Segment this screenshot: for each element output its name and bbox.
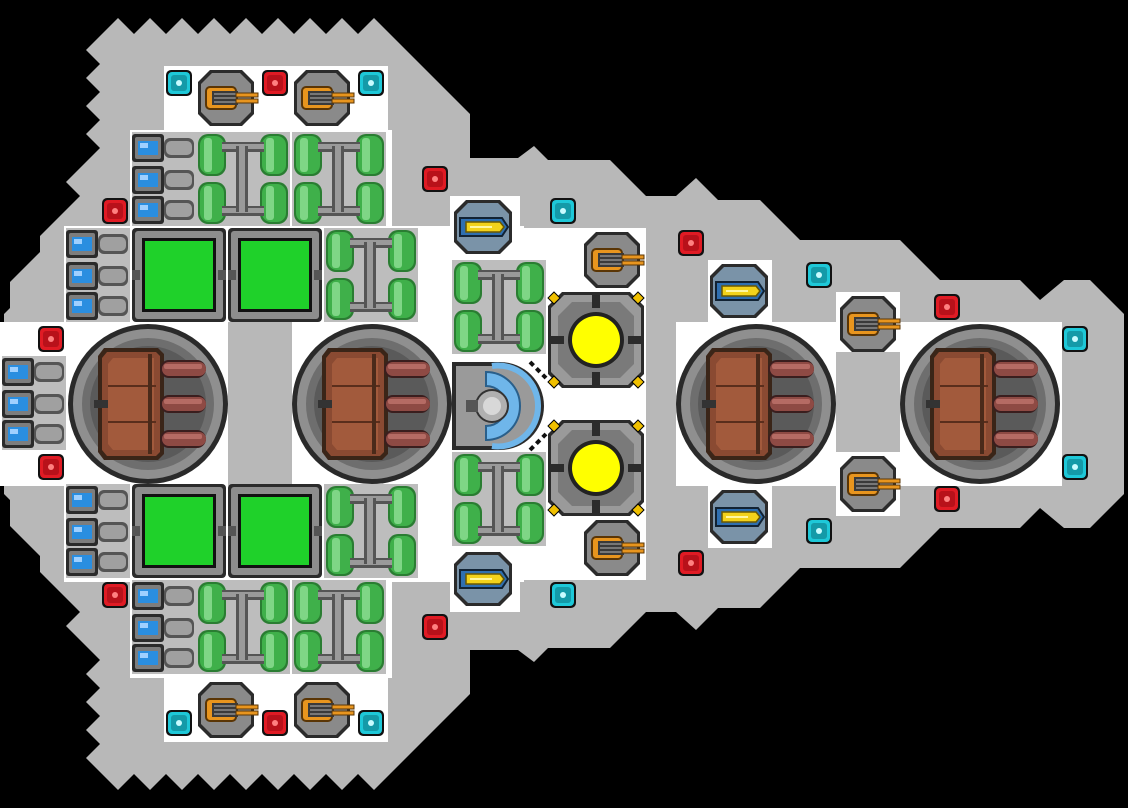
round-thruster-icon[interactable] — [675, 323, 837, 485]
connector-node-icon[interactable] — [358, 70, 384, 96]
connector-node-icon[interactable] — [806, 518, 832, 544]
cockpit-icon[interactable] — [452, 360, 548, 452]
connector-node-icon[interactable] — [38, 454, 64, 480]
round-thruster-icon[interactable] — [291, 323, 453, 485]
green-tank-icon[interactable] — [324, 484, 418, 578]
round-thruster-icon[interactable] — [899, 323, 1061, 485]
connector-node-icon[interactable] — [934, 486, 960, 512]
corridor-left — [228, 322, 292, 486]
cannon-turret-icon[interactable] — [197, 69, 259, 127]
connector-node-icon[interactable] — [262, 710, 288, 736]
gyroscope-icon[interactable] — [709, 263, 769, 319]
green-tank-icon[interactable] — [292, 580, 386, 674]
corridor-right — [836, 352, 900, 452]
connector-node-icon[interactable] — [1062, 454, 1088, 480]
cannon-turret-icon[interactable] — [583, 519, 645, 577]
battery-stack-icon[interactable] — [132, 580, 196, 674]
cannon-turret-icon[interactable] — [839, 295, 901, 353]
connector-node-icon[interactable] — [422, 166, 448, 192]
connector-node-icon[interactable] — [358, 710, 384, 736]
connector-node-icon[interactable] — [102, 198, 128, 224]
green-panel-icon[interactable] — [228, 484, 322, 578]
connector-node-icon[interactable] — [678, 550, 704, 576]
cannon-turret-icon[interactable] — [197, 681, 259, 739]
battery-stack-icon[interactable] — [132, 132, 196, 226]
connector-node-icon[interactable] — [422, 614, 448, 640]
green-tank-icon[interactable] — [196, 132, 290, 226]
reactor-core-icon[interactable] — [547, 291, 645, 389]
cannon-turret-icon[interactable] — [839, 455, 901, 513]
connector-node-icon[interactable] — [102, 582, 128, 608]
green-tank-icon[interactable] — [196, 580, 290, 674]
cannon-turret-icon[interactable] — [293, 69, 355, 127]
connector-node-icon[interactable] — [550, 198, 576, 224]
connector-node-icon[interactable] — [678, 230, 704, 256]
gyroscope-icon[interactable] — [453, 551, 513, 607]
connector-node-icon[interactable] — [934, 294, 960, 320]
cannon-turret-icon[interactable] — [293, 681, 355, 739]
green-panel-icon[interactable] — [228, 228, 322, 322]
connector-node-icon[interactable] — [38, 326, 64, 352]
reactor-core-icon[interactable] — [547, 419, 645, 517]
green-tank-icon[interactable] — [292, 132, 386, 226]
connector-node-icon[interactable] — [1062, 326, 1088, 352]
connector-node-icon[interactable] — [166, 710, 192, 736]
battery-stack-icon[interactable] — [66, 484, 130, 578]
gyroscope-icon[interactable] — [453, 199, 513, 255]
green-panel-icon[interactable] — [132, 228, 226, 322]
green-tank-icon[interactable] — [452, 452, 546, 546]
cannon-turret-icon[interactable] — [583, 231, 645, 289]
green-tank-icon[interactable] — [324, 228, 418, 322]
round-thruster-icon[interactable] — [67, 323, 229, 485]
battery-stack-icon[interactable] — [2, 356, 66, 450]
connector-node-icon[interactable] — [806, 262, 832, 288]
battery-stack-icon[interactable] — [66, 228, 130, 322]
green-panel-icon[interactable] — [132, 484, 226, 578]
connector-node-icon[interactable] — [550, 582, 576, 608]
gyroscope-icon[interactable] — [709, 489, 769, 545]
connector-node-icon[interactable] — [262, 70, 288, 96]
green-tank-icon[interactable] — [452, 260, 546, 354]
connector-node-icon[interactable] — [166, 70, 192, 96]
